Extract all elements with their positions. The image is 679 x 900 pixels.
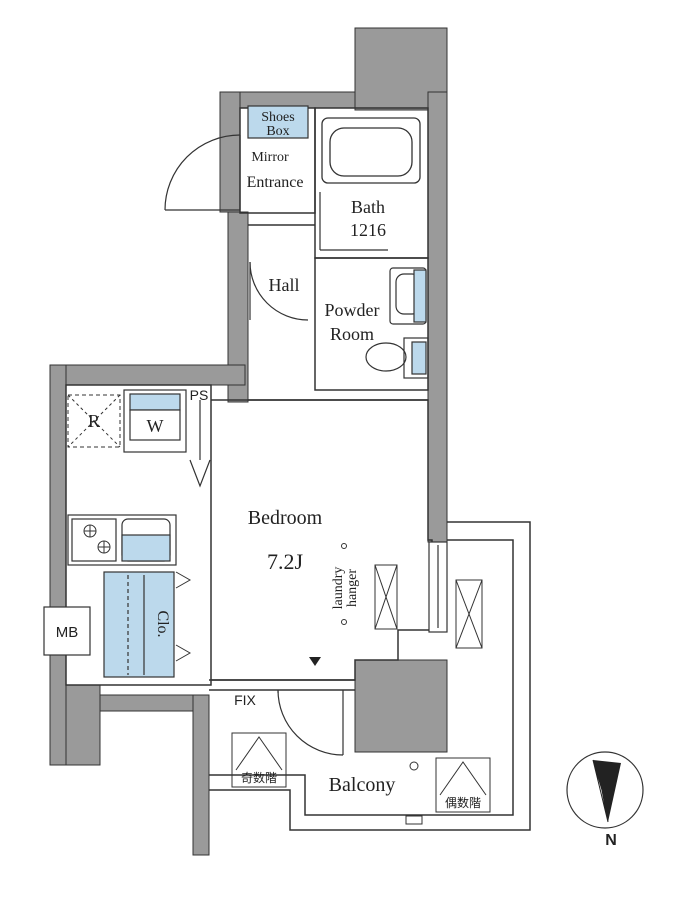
washer-icon — [123, 389, 187, 453]
hall-door — [249, 261, 309, 321]
wall-bottom-left-2 — [99, 694, 196, 712]
hall-label: Hall — [269, 275, 300, 295]
kitchen-area — [65, 384, 212, 686]
hanger-label: hanger — [345, 569, 360, 607]
entrance-label: Entrance — [247, 174, 304, 191]
shoes-box-label-2: Box — [266, 124, 289, 139]
bedroom-size-label: 7.2J — [267, 549, 304, 574]
mb-label: MB — [56, 624, 79, 641]
wall-bottom-right — [354, 659, 448, 753]
bath-label: Bath — [351, 197, 385, 217]
washbasin-icon — [389, 267, 427, 325]
wall-right — [427, 91, 448, 543]
wall-left — [49, 364, 67, 766]
closet-door-markers — [175, 571, 192, 662]
compass-north-label: N — [605, 832, 617, 849]
shoes-box-label-1: Shoes — [261, 110, 294, 125]
stove-icon — [83, 524, 111, 554]
washer-label: W — [147, 416, 164, 436]
even-floor-label: 偶数階 — [445, 795, 481, 810]
bedroom-label: Bedroom — [248, 507, 323, 529]
hall-to-bedroom-door — [189, 400, 211, 488]
powder-label: Powder — [325, 300, 380, 320]
compass-icon — [566, 751, 644, 829]
entrance-door — [164, 134, 241, 211]
wall-entrance-left — [219, 91, 241, 213]
laundry-hanger-icon — [341, 543, 398, 630]
kitchen-counter — [67, 514, 177, 566]
closet — [103, 571, 175, 678]
wall-bottom-left-3 — [192, 694, 210, 856]
bathtub-icon — [321, 117, 421, 184]
even-floor-hatch — [435, 757, 491, 813]
odd-floor-hatch — [231, 732, 287, 788]
fix-label: FIX — [234, 692, 256, 708]
closet-label: Clo. — [154, 610, 171, 637]
powder-area — [314, 257, 429, 391]
balcony-storage-icon — [455, 579, 483, 649]
walls — [49, 27, 448, 856]
odd-floor-label: 奇数階 — [241, 770, 277, 785]
balcony-door — [277, 689, 344, 756]
sliding-window — [428, 541, 448, 633]
bath-door — [319, 192, 388, 251]
wall-upper-left — [49, 364, 246, 386]
window-marker-icon — [309, 657, 321, 666]
refrigerator-icon — [67, 394, 121, 448]
refrigerator-label: R — [88, 411, 100, 431]
interior-lines — [65, 107, 531, 831]
balcony-label: Balcony — [329, 774, 396, 796]
wall-hall-left — [227, 211, 249, 403]
mb-box — [43, 606, 91, 656]
toilet-icon — [365, 337, 429, 379]
laundry-label: laundry — [331, 567, 346, 610]
wall-bottom-left — [65, 684, 101, 766]
bath-size-label: 1216 — [350, 220, 386, 240]
ps-label: PS — [190, 387, 209, 403]
drain-grate-icon — [405, 815, 423, 825]
shoes-box — [247, 105, 309, 139]
mirror-label: Mirror — [251, 150, 289, 165]
room-label: Room — [330, 324, 374, 344]
balcony-drain-icon — [409, 761, 419, 771]
